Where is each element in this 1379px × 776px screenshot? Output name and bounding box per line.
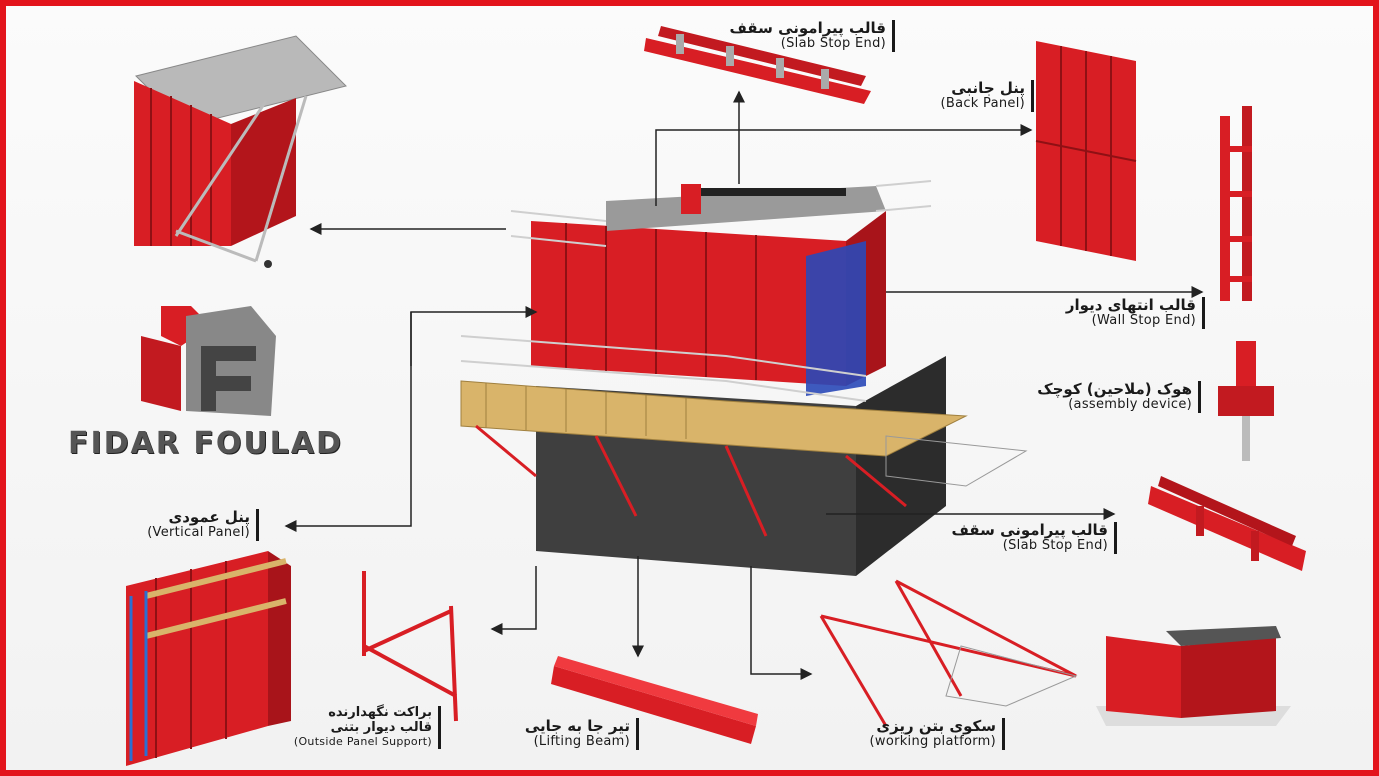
assembled-mould-component <box>1096 626 1291 726</box>
company-logo-icon <box>141 306 276 416</box>
wall-stop-end-component <box>1220 106 1252 301</box>
slab-stop-end-bottom-component <box>1148 476 1306 571</box>
label-back-panel: پنل جانبی (Back Panel) <box>940 79 1034 113</box>
label-vertical-panel: پنل عمودی (Vertical Panel) <box>147 508 259 542</box>
brand-name: FIDAR FOULAD <box>68 426 343 461</box>
working-platform-component <box>819 579 1078 727</box>
main-formwork-assembly <box>460 180 1028 576</box>
outside-panel-support-component <box>362 571 458 722</box>
label-working-platform: سکوی بتن ریزی (working platform) <box>870 717 1005 751</box>
lifting-beam-component <box>551 656 758 744</box>
back-panel-component <box>1035 41 1137 261</box>
label-outside-panel-support: براکت نگهدارنده قالب دیوار بتنی (Outside… <box>294 705 441 749</box>
label-slab-stop-end-top: قالب پیرامونی سقف (Slab Stop End) <box>729 19 895 53</box>
label-lifting-beam: تیر جا به جایی (Lifting Beam) <box>525 717 639 751</box>
assembly-device-component <box>1218 341 1274 461</box>
label-wall-stop-end: قالب انتهای دیوار (Wall Stop End) <box>1066 296 1205 330</box>
panel-with-table-component <box>134 35 347 268</box>
vertical-panel-component <box>126 551 291 766</box>
label-assembly-device: هوک (ملاحین) کوچک (assembly device) <box>1037 380 1201 414</box>
leader-lines <box>284 90 1204 680</box>
label-slab-stop-end-bottom: قالب پیرامونی سقف (Slab Stop End) <box>951 521 1117 555</box>
slab-stop-end-top-component <box>644 26 871 104</box>
formwork-illustration <box>126 26 1306 766</box>
